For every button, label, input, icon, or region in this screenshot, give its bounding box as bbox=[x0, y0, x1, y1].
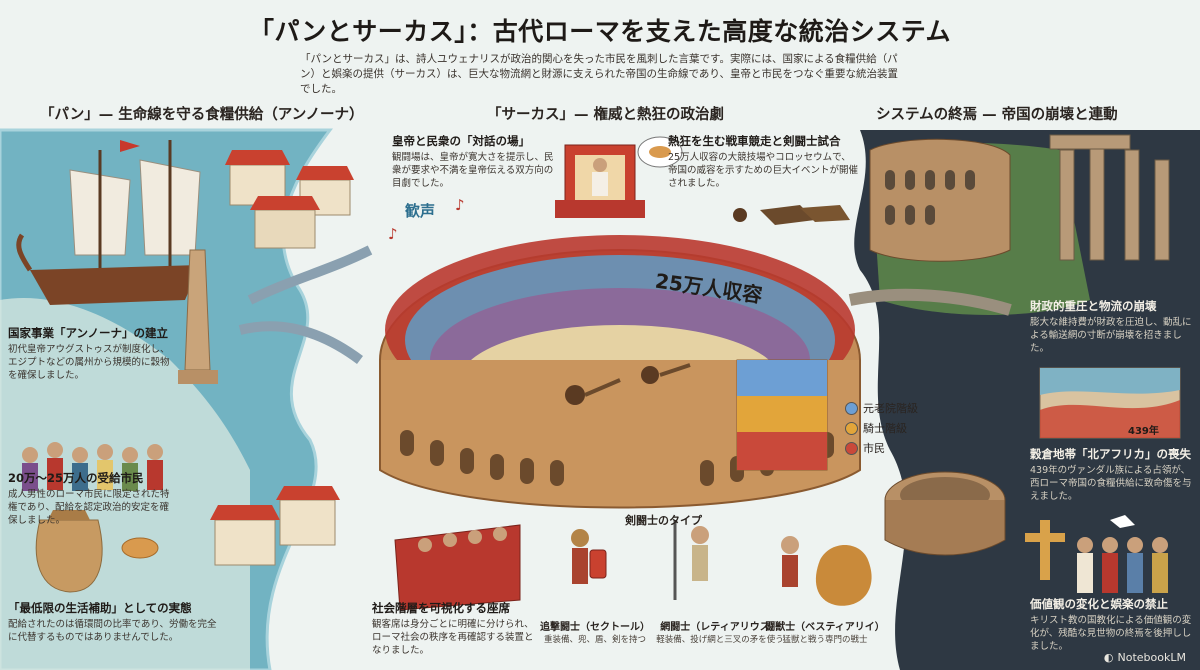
legend-dot-icon bbox=[845, 421, 858, 435]
caption-body: 観闘場は、皇帝が寛大さを提示し、民衆が要求や不満を皇帝伝える双方向の目劇でした。 bbox=[392, 152, 554, 189]
caption-body: 成人男性のローマ市民に限定された特権であり、配給を認定政治的安定を確保しました。 bbox=[8, 489, 170, 526]
section-end-title: システムの終焉 — 帝国の崩壊と連動 bbox=[876, 107, 1118, 123]
north-africa-map bbox=[1039, 367, 1181, 439]
legend-senator: 元老院階級 bbox=[845, 398, 955, 418]
caption-body: 439年のヴァンダル族による占領が、西ローマ帝国の食糧供給に致命傷を与えました。 bbox=[1030, 465, 1192, 502]
circus-caption-1: 皇帝と民衆の「対話の場」 観闘場は、皇帝が寛大さを提示し、民衆が要求や不満を皇帝… bbox=[392, 133, 557, 190]
section-bread-title: 「パン」— 生命線を守る食糧供給（アンノーナ） bbox=[40, 107, 364, 123]
bread-loaf bbox=[121, 537, 159, 559]
harbor-buildings bbox=[225, 150, 354, 249]
spectator-stand bbox=[394, 524, 521, 611]
brand-watermark: ◐ NotebookLM bbox=[1104, 651, 1186, 664]
gladiator-desc: 軽装備、投げ網と三叉の矛を使う bbox=[656, 635, 784, 645]
obelisk bbox=[184, 249, 211, 371]
caption-title: 社会階層を可視化する座席 bbox=[372, 601, 510, 615]
circus-caption-2: 熱狂を生む戦車競走と剣闘士試合 25万人収容の大競技場やコロッセウムで、帝国の威… bbox=[668, 133, 858, 190]
imperial-box bbox=[555, 144, 645, 218]
gladiator-name: 追撃闘士（セクトール） bbox=[540, 622, 650, 633]
caption-body: キリスト教の国教化による価値観の変化が、残酷な見世物の終焉を後押ししました。 bbox=[1030, 615, 1192, 652]
end-caption-2: 穀倉地帯「北アフリカ」の喪失 439年のヴァンダル族による占領が、西ローマ帝国の… bbox=[1030, 446, 1195, 503]
grain-sack bbox=[35, 510, 103, 593]
gladiator-heading: 剣闘士のタイプ bbox=[625, 514, 702, 527]
ruined-colosseum bbox=[869, 138, 1011, 262]
brand-label: NotebookLM bbox=[1117, 651, 1186, 664]
legend-label: 元老院階級 bbox=[863, 402, 918, 415]
aqueduct-left bbox=[238, 245, 373, 365]
caption-title: 穀倉地帯「北アフリカ」の喪失 bbox=[1030, 447, 1191, 461]
page-title: 「パンとサーカス」：古代ローマを支えた高度な統治システム bbox=[248, 17, 951, 46]
gladiator-retiarius: 網闘士（レティアリウス） 軽装備、投げ網と三叉の矛を使う bbox=[650, 618, 790, 645]
legend-knight: 騎士階級 bbox=[845, 418, 955, 438]
bread-caption-2: 20万〜25万人の受給市民 成人男性のローマ市民に限定された特権であり、配給を認… bbox=[8, 470, 178, 527]
caption-title: 20万〜25万人の受給市民 bbox=[8, 471, 144, 485]
notebook-logo-icon: ◐ bbox=[1103, 651, 1114, 664]
gladiator-figures bbox=[571, 520, 872, 606]
caption-body: 膨大な維持費が財政を圧迫し、動乱による輸送網の寸断が崩壊を招きました。 bbox=[1030, 317, 1192, 354]
colosseum bbox=[379, 235, 861, 509]
caption-title: 皇帝と民衆の「対話の場」 bbox=[392, 134, 530, 148]
bread-caption-1: 国家事業「アンノーナ」の建立 初代皇帝アウグストゥスが制度化し、エジプトなどの属… bbox=[8, 325, 178, 382]
caption-title: 国家事業「アンノーナ」の建立 bbox=[8, 326, 168, 340]
caption-title: 熱狂を生む戦車競走と剣闘士試合 bbox=[668, 134, 841, 148]
caption-body: 初代皇帝アウグストゥスが制度化し、エジプトなどの属州から規模的に穀物を確保しまし… bbox=[8, 344, 170, 381]
caption-body: 配給されたのは循環間の比率であり、労働を完全に代替するものではありませんでした。 bbox=[8, 619, 217, 643]
legend-citizen: 市民 bbox=[845, 438, 955, 458]
gladiator-bestiarius: 闘獣士（ベスティアリイ） 猛獣と戦う専門の戦士 bbox=[760, 618, 890, 645]
end-caption-1: 財政的重圧と物流の崩壊 膨大な維持費が財政を圧迫し、動乱による輸送網の寸断が崩壊… bbox=[1030, 298, 1195, 355]
gladiator-desc: 猛獣と戦う専門の戦士 bbox=[782, 635, 868, 645]
music-note-icon: ♪ bbox=[455, 196, 465, 214]
caption-title: 「最低限の生活補助」としての実態 bbox=[8, 601, 192, 615]
broken-aqueduct bbox=[848, 288, 1012, 316]
circus-caption-3: 社会階層を可視化する座席 観客席は身分ごとに明確に分けられ、ローマ社会の秩序を再… bbox=[372, 600, 542, 657]
dove-icon bbox=[1110, 515, 1135, 528]
gladiator-secutor: 追撃闘士（セクトール） 重装備、兜、盾、剣を持つ bbox=[535, 618, 655, 645]
crowd-figures bbox=[22, 442, 163, 491]
christian-figures bbox=[1077, 537, 1168, 593]
section-circus-title: 「サーカス」— 権威と熱狂の政治劇 bbox=[487, 107, 725, 123]
cheer-label: 歓声 bbox=[405, 202, 436, 220]
caption-title: 価値観の変化と娯楽の禁止 bbox=[1030, 597, 1168, 611]
ruined-columns bbox=[1049, 134, 1170, 261]
chariot-race bbox=[733, 205, 850, 225]
seating-legend: 元老院階級 騎士階級 市民 bbox=[845, 398, 955, 458]
ruined-arena bbox=[884, 471, 1006, 556]
legend-label: 市民 bbox=[863, 442, 885, 455]
bread-bubble-icon bbox=[649, 146, 671, 158]
intro-text: 「パンとサーカス」は、詩人ユウェナリスが政治的関心を失った市民を風刺した言葉です… bbox=[300, 53, 898, 95]
caption-body: 25万人収容の大競技場やコロッセウムで、帝国の威容を示すための巨大イベントが開催… bbox=[668, 152, 859, 189]
bread-caption-3: 「最低限の生活補助」としての実態 配給されたのは循環間の比率であり、労働を完全に… bbox=[8, 600, 218, 644]
gladiator-name: 闘獣士（ベスティアリイ） bbox=[765, 622, 885, 633]
legend-label: 騎士階級 bbox=[863, 422, 907, 435]
gladiator-name: 網闘士（レティアリウス） bbox=[660, 622, 780, 633]
map-year-label: 439年 bbox=[1128, 426, 1159, 437]
gladiator-desc: 重装備、兜、盾、剣を持つ bbox=[543, 635, 646, 645]
caption-title: 財政的重圧と物流の崩壊 bbox=[1030, 299, 1157, 313]
cross-icon bbox=[1025, 520, 1065, 580]
granary-buildings bbox=[210, 486, 340, 566]
caption-body: 観客席は身分ごとに明確に分けられ、ローマ社会の秩序を再確認する装置となりました。 bbox=[372, 619, 534, 656]
end-caption-3: 価値観の変化と娯楽の禁止 キリスト教の国教化による価値観の変化が、残酷な見世物の… bbox=[1030, 596, 1195, 653]
legend-dot-icon bbox=[845, 401, 858, 415]
music-note-icon: ♪ bbox=[388, 225, 398, 243]
legend-dot-icon bbox=[845, 441, 858, 455]
